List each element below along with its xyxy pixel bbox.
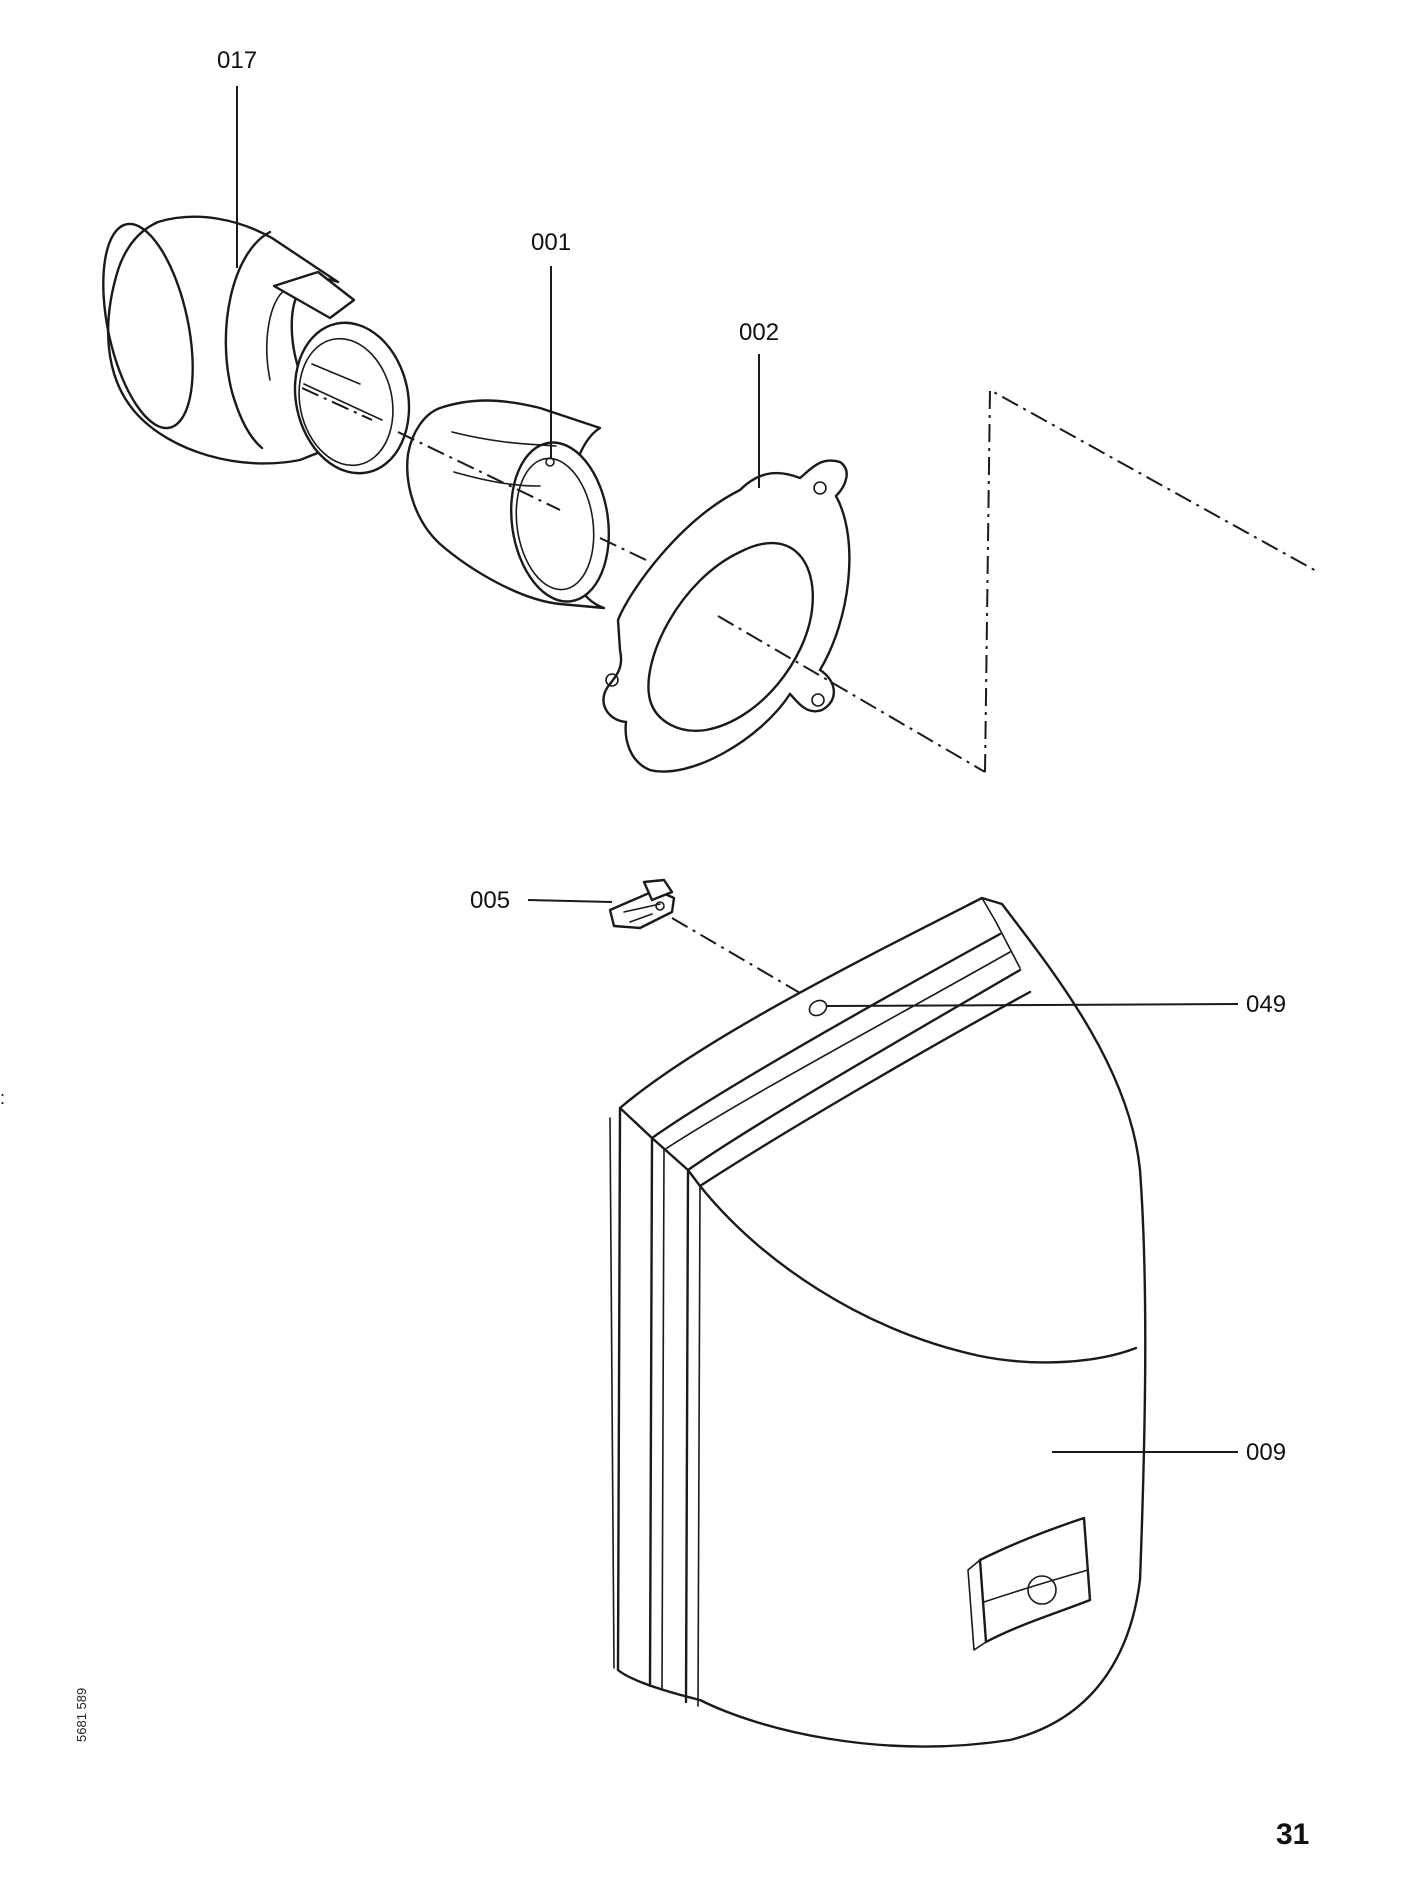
leader-lines [236,86,1239,1453]
margin-mark: : [0,1088,6,1108]
callout-labels: 017 001 002 005 049 009 [217,47,1286,1466]
page-number: 31 [1276,1818,1310,1851]
tube-sleeve-001 [406,399,611,610]
tube-adapter-017 [102,215,411,475]
document-id: 5681 589 [74,1687,89,1742]
mounting-gasket-002 [602,459,851,773]
mounting-plane-outline [984,388,1319,773]
callout-005: 005 [470,887,510,914]
clip-centerline [671,917,813,1001]
callout-049: 049 [1246,991,1286,1018]
callout-001: 001 [531,229,571,256]
assembly-centerline [301,387,986,773]
leader-049 [825,1003,1239,1007]
callout-009: 009 [1246,1439,1286,1466]
burner-hood-009 [609,896,1147,1748]
clip-005 [608,878,676,930]
callout-002: 002 [739,319,779,346]
callout-017: 017 [217,47,257,74]
leader-005 [527,899,613,903]
